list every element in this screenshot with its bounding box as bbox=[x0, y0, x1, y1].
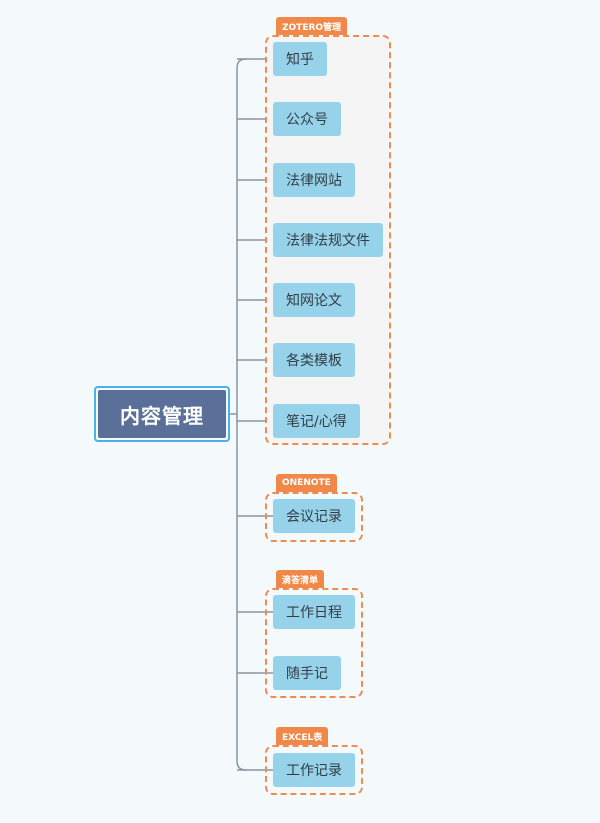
node-gongzhonghao[interactable]: 公众号 bbox=[273, 102, 341, 136]
node-work-records[interactable]: 工作记录 bbox=[273, 753, 355, 787]
root-node-label: 内容管理 bbox=[98, 390, 226, 438]
root-node[interactable]: 内容管理 bbox=[94, 386, 230, 442]
group-zotero-tag: ZOTERO管理 bbox=[276, 17, 348, 35]
trunk-line bbox=[236, 58, 247, 771]
node-notes[interactable]: 笔记/心得 bbox=[273, 404, 360, 438]
group-onenote-tag: ONENOTE bbox=[276, 474, 337, 492]
node-zhihu[interactable]: 知乎 bbox=[273, 42, 327, 76]
node-work-schedule[interactable]: 工作日程 bbox=[273, 595, 355, 629]
node-laws-regulations[interactable]: 法律法规文件 bbox=[273, 223, 383, 257]
node-templates[interactable]: 各类模板 bbox=[273, 343, 355, 377]
node-cnki-papers[interactable]: 知网论文 bbox=[273, 283, 355, 317]
node-quick-notes[interactable]: 随手记 bbox=[273, 656, 341, 690]
node-law-websites[interactable]: 法律网站 bbox=[273, 163, 355, 197]
group-dida-box bbox=[265, 588, 363, 698]
group-excel-tag: EXCEL表 bbox=[276, 727, 329, 745]
node-meeting-notes[interactable]: 会议记录 bbox=[273, 499, 355, 533]
group-onenote-box bbox=[265, 492, 363, 542]
group-dida-tag: 滴答清单 bbox=[276, 570, 325, 588]
group-excel-box bbox=[265, 745, 363, 795]
